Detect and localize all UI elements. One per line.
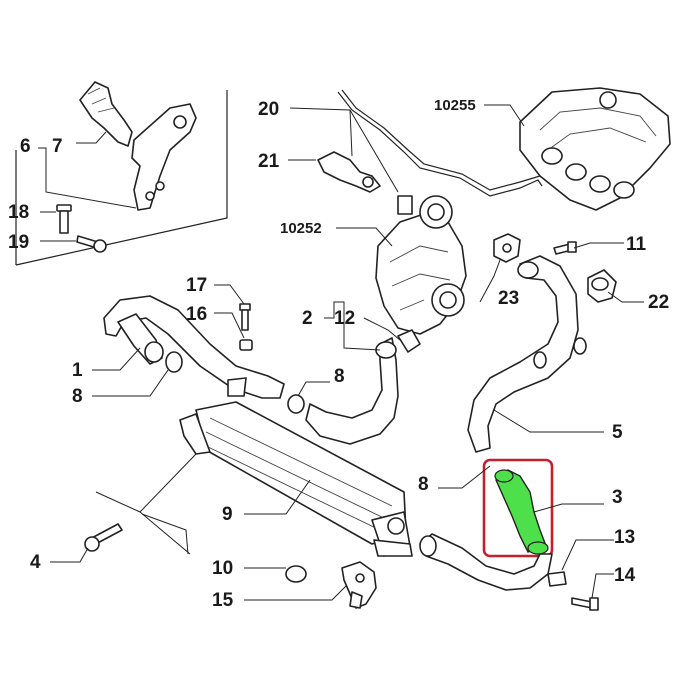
callout-23: 23 — [498, 288, 519, 309]
leader-lines — [38, 104, 644, 601]
callout-3: 3 — [612, 487, 623, 508]
callout-10255: 10255 — [434, 97, 476, 114]
hose-clamp-10 — [285, 565, 307, 583]
highlight-box — [482, 458, 554, 558]
coolant-pipe-1 — [103, 295, 285, 399]
oil-return-pipe — [337, 89, 543, 197]
callout-7: 7 — [52, 136, 63, 157]
callout-17: 17 — [186, 275, 207, 296]
callout-13: 13 — [614, 527, 635, 548]
flange-gasket-23 — [493, 233, 521, 263]
callout-12: 12 — [334, 308, 355, 329]
coolant-pipe-5 — [467, 255, 587, 453]
bolt-14 — [571, 597, 599, 611]
callout-1: 1 — [72, 360, 83, 381]
highlighted-hose-3 — [482, 458, 554, 558]
lower-charge-pipe — [419, 533, 553, 591]
callout-4: 4 — [30, 552, 41, 573]
bolt-13 — [547, 571, 567, 587]
callout-8-right: 8 — [418, 474, 429, 495]
bolt-17 — [239, 303, 251, 331]
callout-10: 10 — [212, 558, 233, 579]
intercooler — [179, 401, 413, 557]
callout-5: 5 — [612, 422, 623, 443]
hose-2 — [305, 329, 421, 445]
callout-16: 16 — [186, 304, 207, 325]
callout-labels: 6 7 18 19 20 21 10252 10255 11 22 23 17 … — [8, 97, 669, 611]
hose-clamp-8-left — [165, 351, 183, 373]
bolt-19 — [76, 235, 107, 253]
pressure-sensor — [317, 151, 381, 193]
callout-20: 20 — [258, 99, 279, 120]
callout-15: 15 — [212, 590, 234, 611]
callout-11: 11 — [626, 234, 647, 255]
callout-2: 2 — [302, 308, 313, 329]
bracket-inset-panel — [15, 90, 228, 266]
callout-21: 21 — [258, 151, 280, 172]
turbocharger — [375, 195, 467, 335]
callout-19: 19 — [8, 232, 29, 253]
bracket-15 — [341, 561, 377, 609]
callout-10252: 10252 — [280, 220, 322, 237]
intake-manifold — [519, 87, 671, 211]
mounting-bracket — [79, 81, 197, 211]
callout-6: 6 — [20, 136, 31, 157]
callout-9: 9 — [222, 504, 233, 525]
callout-18: 18 — [8, 202, 29, 223]
bolt-4 — [84, 523, 123, 552]
temperature-sensor — [587, 269, 617, 303]
hose-3 — [495, 469, 547, 553]
bolt-18 — [56, 204, 72, 234]
callout-8-left: 8 — [72, 386, 83, 407]
nut-16 — [239, 339, 253, 351]
callout-14: 14 — [614, 565, 636, 586]
hose-clamp-8-middle — [287, 394, 305, 414]
callout-8-middle: 8 — [334, 366, 345, 387]
bolt-11 — [553, 241, 577, 255]
callout-22: 22 — [648, 292, 669, 313]
